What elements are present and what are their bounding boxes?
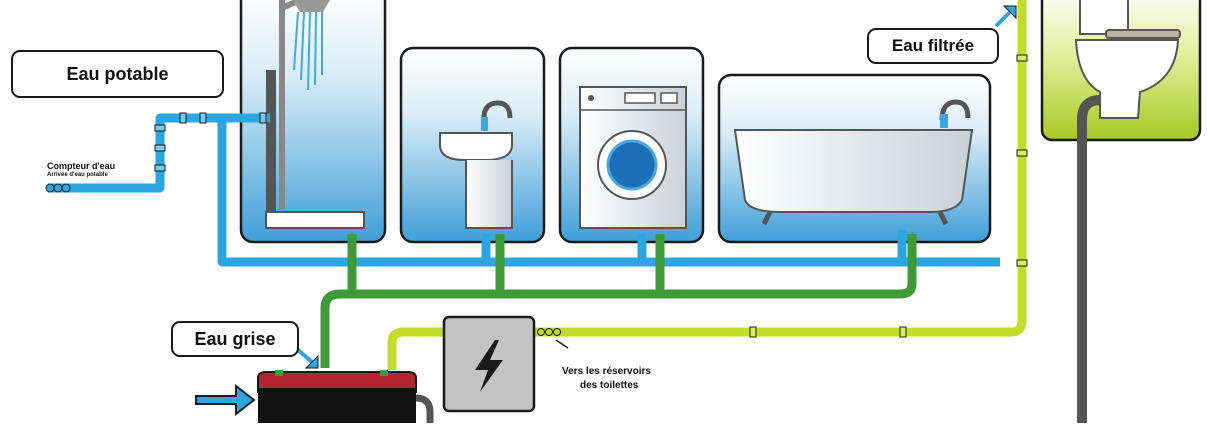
tank-leader-line	[555, 339, 569, 349]
meter-label: Compteur d'eau	[47, 161, 116, 171]
grey-water-pipes	[320, 234, 917, 368]
grey-water-label: Eau grise	[171, 321, 299, 357]
filter-unit	[442, 315, 536, 413]
meter-arrows-icon	[45, 183, 71, 193]
toilet-tanks-label: Vers les réservoirs	[562, 366, 651, 377]
shower-icon	[265, 0, 365, 229]
filter-outlet-arrows-icon	[537, 328, 561, 336]
filtered-water-label: Eau filtrée	[867, 28, 999, 64]
washing-machine-icon	[579, 86, 687, 229]
grey-water-tank	[257, 370, 434, 428]
potable-water-label: Eau potable	[11, 50, 224, 98]
lightning-icon	[475, 340, 503, 392]
grey-pointer-arrow	[295, 347, 319, 369]
potable-water-pipes	[48, 113, 1000, 267]
bathtub-icon	[733, 99, 974, 226]
filtered-pointer-arrow	[994, 5, 1017, 28]
filtered-pipe-joints	[749, 54, 1028, 338]
potable-pipe-joints	[154, 112, 267, 172]
filtered-water-pipe	[387, 0, 1027, 370]
toilet-tanks-sublabel: des toilettes	[580, 380, 639, 391]
toilet-icon	[1074, 0, 1181, 119]
arrow-icon	[195, 383, 256, 417]
meter-sublabel: Arrivée d'eau potable	[47, 172, 108, 178]
sink-icon	[439, 100, 513, 229]
